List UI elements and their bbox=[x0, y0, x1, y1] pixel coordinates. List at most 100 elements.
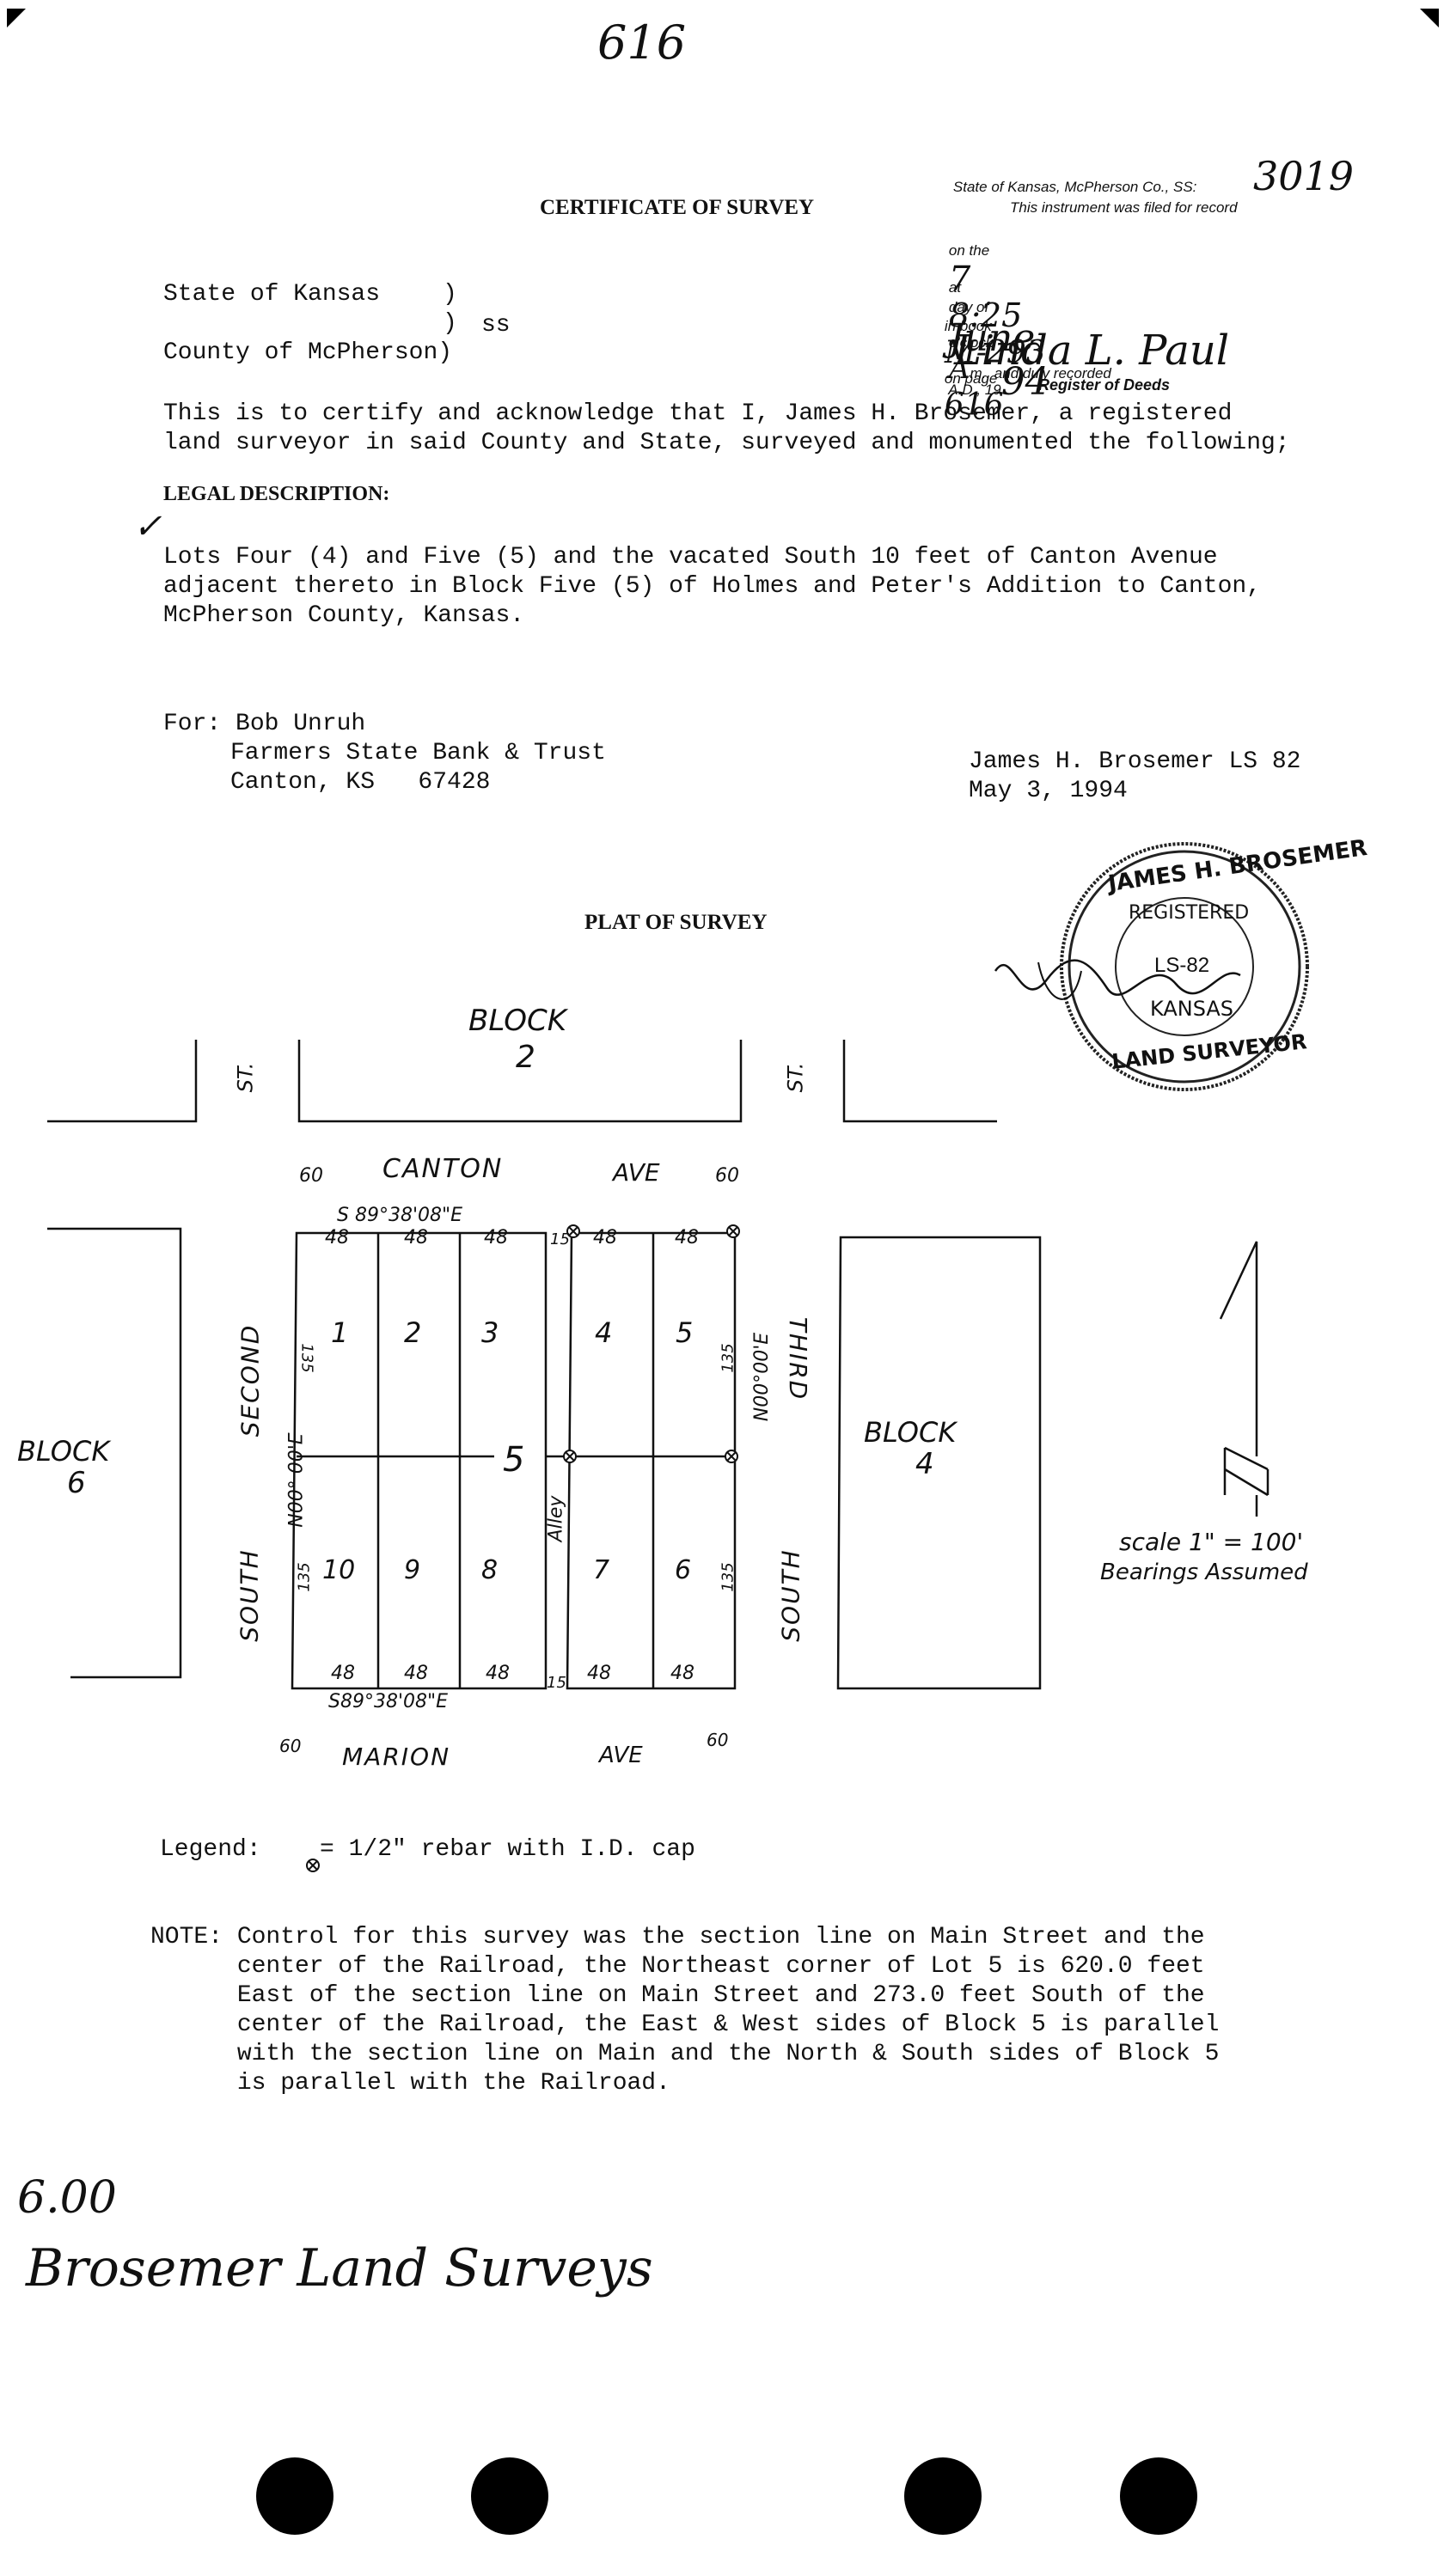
width-60-bot-right: 60 bbox=[707, 1730, 729, 1750]
lot-5: 5 bbox=[676, 1316, 694, 1349]
lot-4: 4 bbox=[595, 1316, 613, 1349]
certify-line2: land surveyor in said County and State, … bbox=[163, 430, 1290, 456]
legal-line3: McPherson County, Kansas. bbox=[163, 602, 525, 629]
seal-kansas: KANSAS bbox=[1150, 997, 1234, 1021]
for-line3: Canton, KS 67428 bbox=[230, 769, 491, 796]
document-number: 616 bbox=[597, 15, 687, 70]
record-year: 94 bbox=[1000, 360, 1049, 404]
block4-label: BLOCK bbox=[864, 1416, 957, 1449]
ad-label: A.D., 19 bbox=[948, 382, 1001, 398]
recorder-line4: at 8:25 o'clock Am., and duly recorded bbox=[933, 262, 1111, 403]
block6-label: BLOCK bbox=[17, 1435, 110, 1468]
block2-label: BLOCK bbox=[468, 1004, 567, 1038]
block4-number: 4 bbox=[915, 1447, 934, 1481]
lot-2: 2 bbox=[404, 1316, 422, 1349]
register-of-deeds: Register of Deeds bbox=[1038, 376, 1171, 394]
corner-mark-right bbox=[1420, 9, 1439, 27]
lot-8: 8 bbox=[481, 1555, 499, 1585]
seal-number: LS-82 bbox=[1154, 954, 1210, 977]
for-line1: For: Bob Unruh bbox=[163, 711, 366, 737]
marion-label: MARION bbox=[342, 1743, 451, 1771]
recording-fee: 6.00 bbox=[17, 2172, 117, 2224]
venue-county: County of McPherson) bbox=[163, 339, 453, 366]
plat-title: PLAT OF SURVEY bbox=[584, 911, 768, 934]
south-left-label: SOUTH bbox=[235, 1548, 264, 1642]
check-mark: ✓ bbox=[133, 507, 162, 546]
oclock-label: o'clock bbox=[948, 334, 994, 351]
punch-hole-1 bbox=[256, 2457, 333, 2535]
canton-label: CANTON bbox=[382, 1154, 504, 1184]
punch-hole-4 bbox=[1120, 2457, 1197, 2535]
venue-state: State of Kansas bbox=[163, 281, 381, 308]
register-signature: Linda L. Paul bbox=[954, 327, 1230, 375]
note-line-2: center of the Railroad, the Northeast co… bbox=[150, 1953, 1205, 1980]
legal-line1: Lots Four (4) and Five (5) and the vacat… bbox=[163, 544, 1218, 571]
record-book: M-293 bbox=[944, 335, 1046, 370]
legal-heading: LEGAL DESCRIPTION: bbox=[163, 483, 390, 505]
ne-block-outline bbox=[842, 1040, 997, 1123]
note-line-1: NOTE: Control for this survey was the se… bbox=[150, 1924, 1205, 1950]
note-line-6: is parallel with the Railroad. bbox=[150, 2070, 670, 2097]
block6-outline bbox=[47, 1227, 182, 1679]
record-time: 8:25 bbox=[948, 296, 1023, 334]
note-line-3: East of the section line on Main Street … bbox=[150, 1982, 1205, 2009]
lot-width-top-1: 48 bbox=[325, 1227, 349, 1248]
lot-width-bot-1: 48 bbox=[331, 1663, 355, 1684]
in-book-label: in book bbox=[944, 318, 992, 334]
recorder-line2: This instrument was filed for record bbox=[1010, 199, 1238, 216]
lot-width-top-5: 48 bbox=[675, 1227, 699, 1248]
bearing-right: N00°00'E bbox=[751, 1332, 774, 1422]
south-right-label: SOUTH bbox=[776, 1548, 805, 1642]
venue-paren2: ) bbox=[443, 310, 457, 337]
canton-ave-label: AVE bbox=[613, 1158, 660, 1187]
street-label-left: ST. bbox=[233, 1062, 258, 1093]
scale-label: scale 1" = 100' bbox=[1119, 1528, 1304, 1556]
bearing-top: S 89°38'08"E bbox=[337, 1205, 463, 1226]
recorder-line1: State of Kansas, McPherson Co., SS: bbox=[937, 162, 1196, 213]
nw-block-outline bbox=[47, 1040, 198, 1123]
note-line-5: with the section line on Main and the No… bbox=[150, 2041, 1220, 2067]
alley-width-top: 15 bbox=[550, 1230, 570, 1248]
venue-ss: ss bbox=[481, 312, 511, 339]
record-am: A bbox=[948, 351, 970, 386]
certificate-title: CERTIFICATE OF SURVEY bbox=[540, 196, 815, 219]
width-60-top-left: 60 bbox=[299, 1165, 323, 1187]
lot-10: 10 bbox=[322, 1555, 356, 1585]
lot-width-top-4: 48 bbox=[593, 1227, 617, 1248]
recorder-state: State of Kansas, McPherson Co., SS: bbox=[952, 179, 1197, 195]
punch-hole-2 bbox=[471, 2457, 548, 2535]
lot-width-top-3: 48 bbox=[484, 1227, 508, 1248]
lot-9: 9 bbox=[404, 1555, 421, 1585]
legend-label: Legend: bbox=[160, 1836, 261, 1863]
block5-east-outline bbox=[566, 1231, 737, 1690]
lot-3: 3 bbox=[481, 1316, 499, 1349]
day-of-label: day of bbox=[948, 299, 989, 315]
corner-mark-left bbox=[7, 9, 26, 27]
block2-outline bbox=[297, 1040, 743, 1123]
north-arrow-shaft bbox=[1219, 1241, 1258, 1456]
alley-label: Alley bbox=[545, 1495, 567, 1542]
surveyor-name: James H. Brosemer LS 82 bbox=[969, 748, 1301, 775]
lot-7: 7 bbox=[593, 1555, 610, 1585]
bearing-left: N00° 00'E bbox=[285, 1432, 308, 1528]
block4-outline bbox=[836, 1236, 1042, 1690]
recorded-label: m., and duly recorded bbox=[970, 365, 1111, 382]
plat-drawing bbox=[47, 1040, 1270, 1690]
lot-width-bot-3: 48 bbox=[486, 1663, 510, 1684]
record-month: June bbox=[948, 316, 1036, 360]
seal-graphic bbox=[1060, 842, 1309, 1091]
street-label-right: ST. bbox=[783, 1062, 808, 1093]
lot-width-bot-2: 48 bbox=[404, 1663, 428, 1684]
marion-ave-label: AVE bbox=[599, 1743, 643, 1768]
recorder-number: 3019 bbox=[1253, 153, 1355, 199]
venue-paren1: ) bbox=[443, 281, 457, 308]
rebar-markers bbox=[563, 1224, 740, 1463]
depth-right-top: 135 bbox=[719, 1343, 737, 1373]
block2-number: 2 bbox=[516, 1040, 535, 1075]
seal-registered: REGISTERED bbox=[1129, 902, 1250, 924]
on-the-label: on the bbox=[948, 242, 990, 259]
note-line-4: center of the Railroad, the East & West … bbox=[150, 2011, 1220, 2038]
lot-width-bot-4: 48 bbox=[587, 1663, 611, 1684]
punch-hole-3 bbox=[904, 2457, 982, 2535]
legal-line2: adjacent thereto in Block Five (5) of Ho… bbox=[163, 573, 1262, 600]
